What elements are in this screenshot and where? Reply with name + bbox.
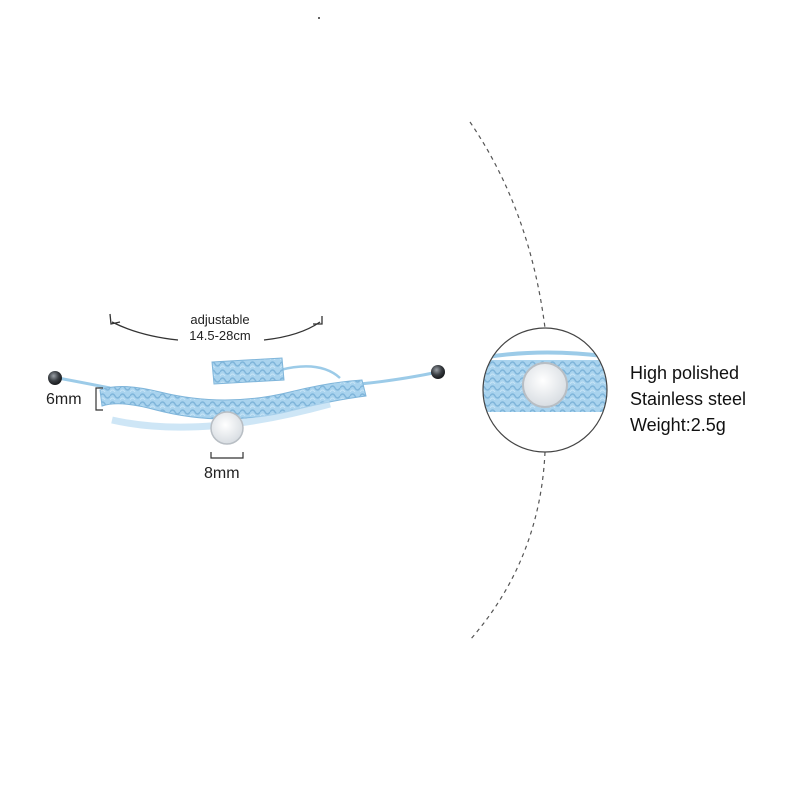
width-label: 6mm: [46, 391, 82, 408]
spec-weight: Weight:2.5g: [630, 415, 726, 435]
spec-finish: High polished: [630, 363, 740, 383]
size-range-label: 14.5-28cm: [189, 328, 251, 343]
cord-right: [359, 370, 439, 386]
adjustable-label: adjustable: [190, 312, 250, 327]
spec-material: Stainless steel: [630, 389, 747, 409]
bead-right: [431, 365, 445, 379]
adjust-arrow-left-head: [109, 313, 121, 325]
adjust-arrow-right-head: [313, 316, 323, 325]
zoom-circle-border: [482, 327, 608, 453]
bead-left: [48, 371, 62, 385]
divider-arc-bottom: [469, 451, 546, 641]
adjust-arrow-right: [263, 321, 321, 341]
charm-disc: [210, 411, 244, 445]
charm-bracket: [210, 452, 244, 459]
cord-top: [279, 365, 341, 379]
cord-left: [57, 376, 111, 390]
braided-band: [99, 379, 367, 420]
charm-size-label: 8mm: [204, 465, 240, 482]
divider-arc-top: [469, 121, 546, 329]
sliding-knot: [211, 357, 285, 385]
width-bracket: [95, 387, 103, 411]
adjust-arrow-left: [111, 321, 179, 341]
speck: [318, 17, 320, 19]
